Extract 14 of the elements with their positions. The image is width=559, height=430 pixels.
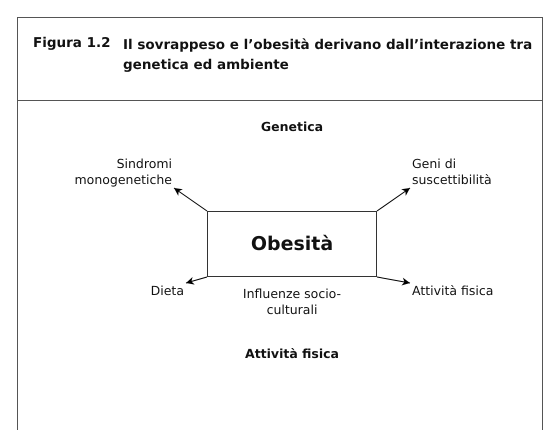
arrow bbox=[376, 276, 410, 286]
factor-label: Sindromi monogenetiche bbox=[62, 156, 172, 188]
group-heading: Genetica bbox=[260, 119, 324, 134]
arrow bbox=[174, 188, 208, 212]
factor-label: Geni di suscettibilità bbox=[412, 156, 522, 188]
center-box: Obesità bbox=[207, 211, 377, 277]
factor-label: Dieta bbox=[146, 283, 184, 299]
factor-label: Attività fisica bbox=[412, 283, 522, 299]
arrow bbox=[186, 276, 208, 285]
note-text: Influenze socio-culturali bbox=[242, 286, 342, 318]
figure-title: Il sovrappeso e l’obesità derivano dall’interazione tra genetica ed ambiente bbox=[123, 36, 533, 75]
arrow bbox=[376, 188, 410, 212]
group-heading: Attività fisica bbox=[244, 346, 340, 361]
figure-number: Figura 1.2 bbox=[33, 35, 111, 51]
